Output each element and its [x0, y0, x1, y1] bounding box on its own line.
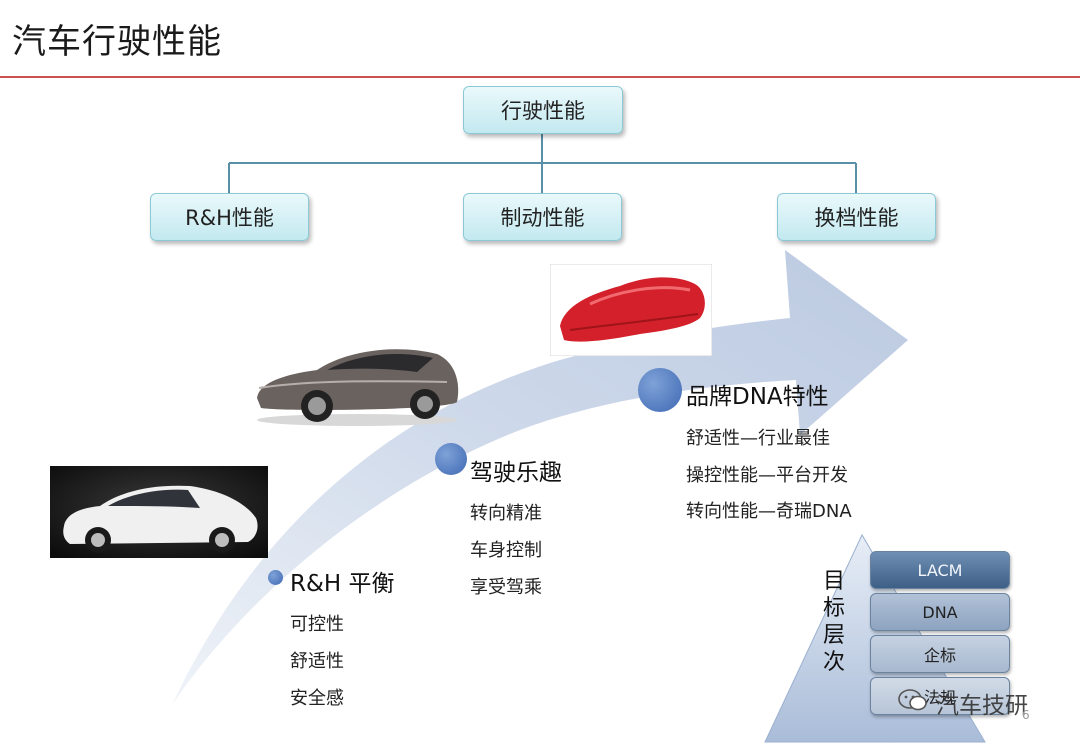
concept-hatchback-image — [257, 349, 459, 426]
pyramid-layer-enterprise-std: 企标 — [870, 635, 1010, 673]
white-sedan-image — [50, 466, 268, 558]
pyramid-layer-regulation: 法规 — [870, 677, 1010, 715]
tree-child-shift: 换档性能 — [777, 193, 936, 241]
tree-child-rh: R&H性能 — [150, 193, 309, 241]
tree-connectors — [228, 134, 857, 193]
target-level-char: 标 — [822, 596, 845, 621]
stage-3-item: 转向性能—奇瑞DNA — [686, 501, 852, 522]
stage-3-item: 舒适性—行业最佳 — [686, 428, 830, 449]
slide-title: 汽车行驶性能 — [12, 22, 222, 62]
watermark-text: 汽车技研 — [936, 693, 1028, 719]
title-divider — [0, 76, 1080, 78]
pyramid-layer-lacm: LACM — [870, 551, 1010, 589]
stage-1-item: 安全感 — [290, 688, 344, 709]
stage-3-heading: 品牌DNA特性 — [686, 384, 829, 410]
wechat-icon — [898, 688, 928, 712]
stage-3-dot — [638, 368, 682, 412]
target-level-char: 目 — [822, 569, 845, 594]
stage-2-item: 车身控制 — [470, 540, 542, 561]
target-level-char: 次 — [822, 650, 845, 675]
tree-root-box: 行驶性能 — [463, 86, 623, 134]
stage-1-item: 可控性 — [290, 614, 344, 635]
stage-2-item: 享受驾乘 — [470, 577, 542, 598]
tree-child-brake: 制动性能 — [463, 193, 622, 241]
stage-2-dot — [435, 443, 467, 475]
stage-1-item: 舒适性 — [290, 651, 344, 672]
page-number: 6 — [1022, 708, 1030, 722]
curved-progress-arrow — [172, 250, 908, 705]
stage-2-item: 转向精准 — [470, 503, 542, 524]
target-level-label: 目 标 层 次 — [820, 568, 848, 676]
covered-red-car-image — [550, 264, 712, 356]
stage-2-heading: 驾驶乐趣 — [470, 460, 562, 486]
pyramid-layer-dna: DNA — [870, 593, 1010, 631]
stage-3-item: 操控性能—平台开发 — [686, 465, 848, 486]
stage-1-dot — [268, 570, 283, 585]
target-level-char: 层 — [822, 623, 845, 648]
stage-1-heading: R&H 平衡 — [290, 571, 395, 597]
